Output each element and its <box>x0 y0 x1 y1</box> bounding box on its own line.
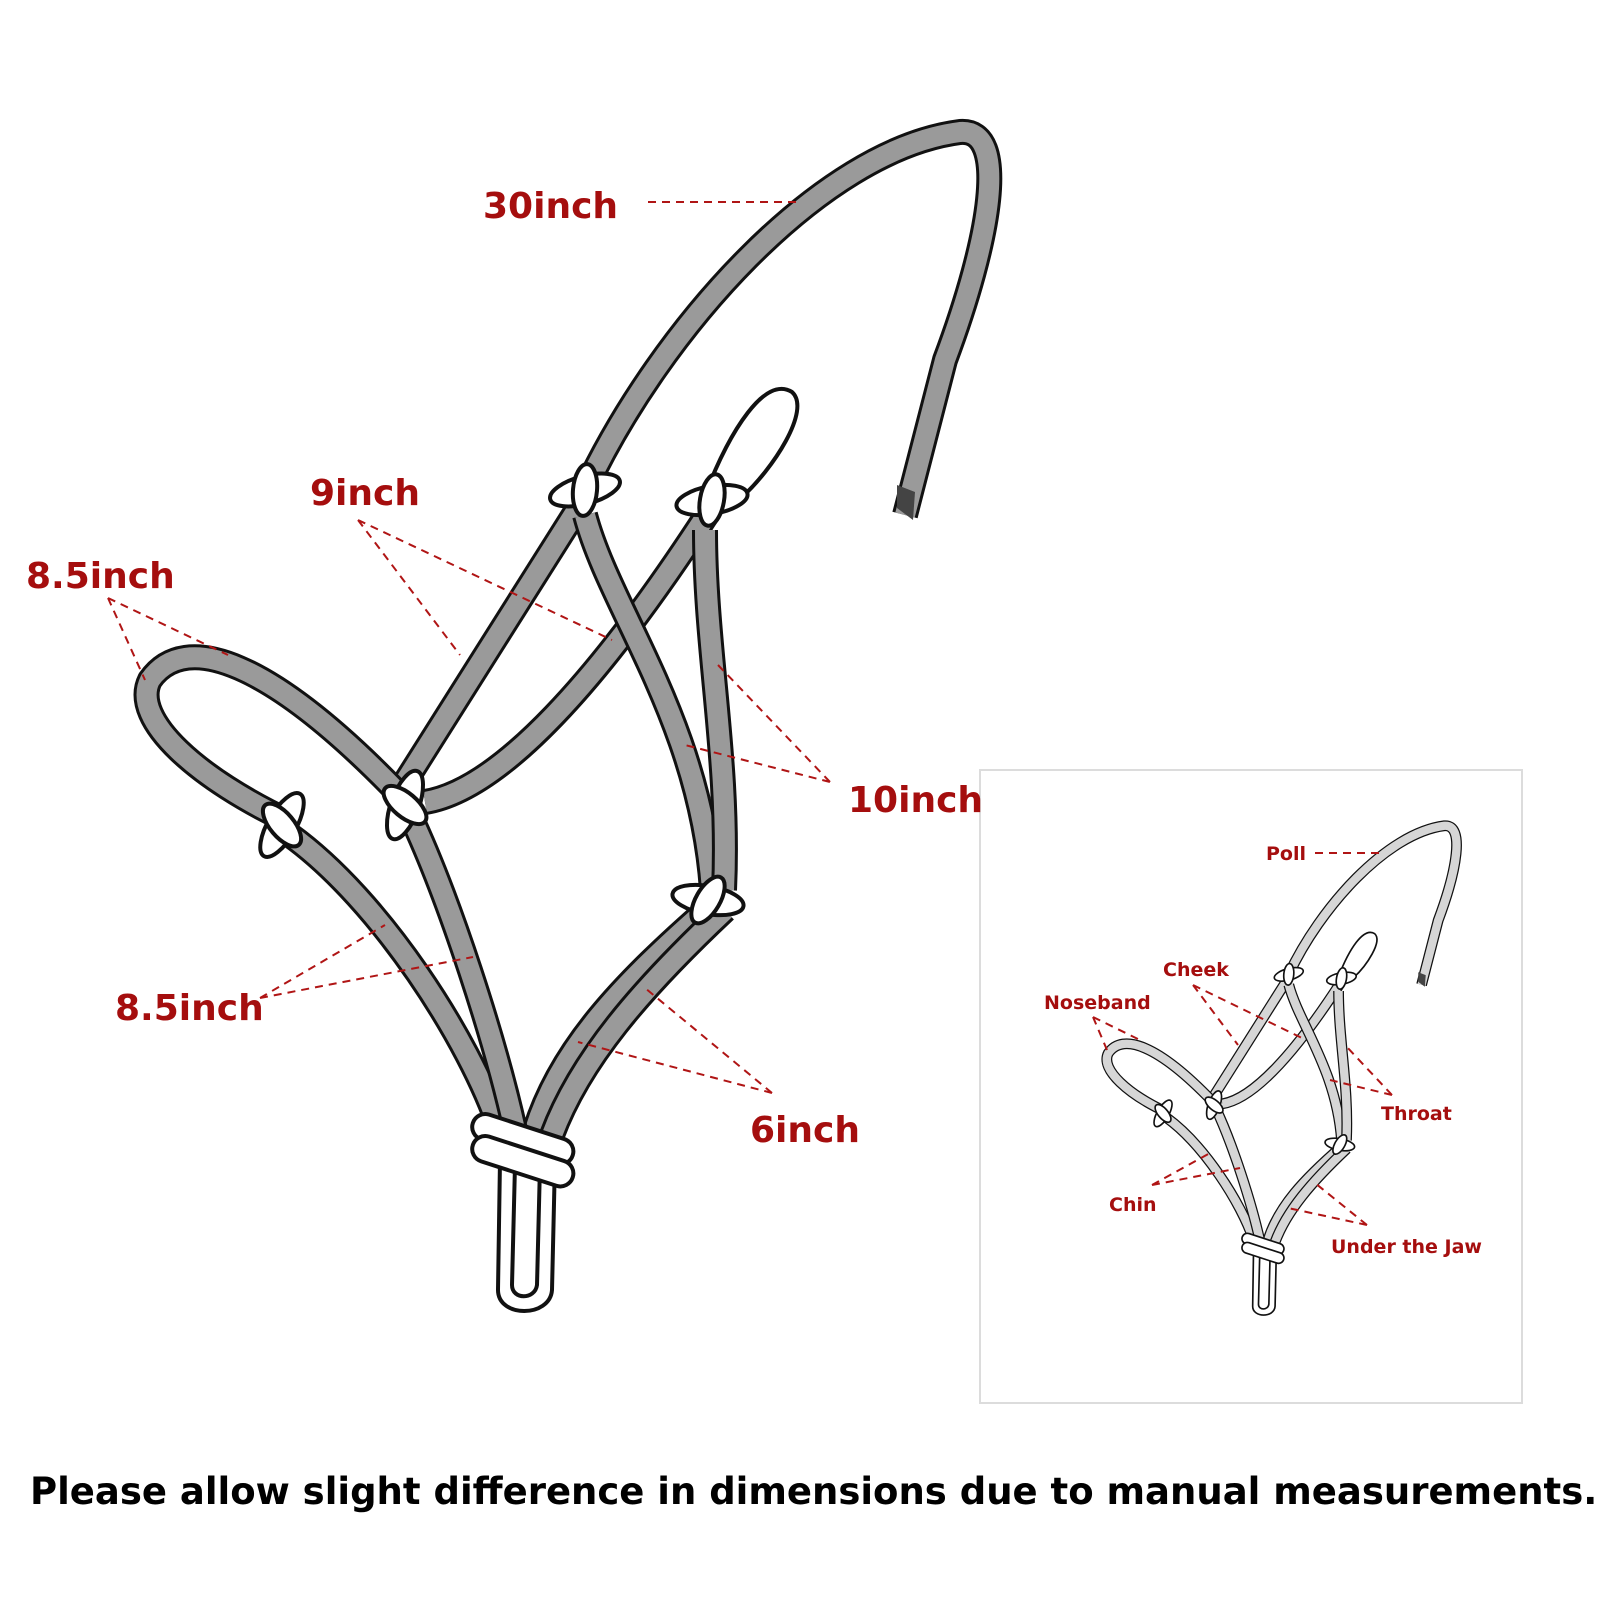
crown-rope <box>1285 821 1461 986</box>
right-cheek-rope-outline <box>422 502 721 815</box>
top-loop <box>1337 931 1378 979</box>
under-jaw-rope-2 <box>1271 1145 1350 1244</box>
knot-wrap <box>1154 1103 1172 1124</box>
left-cheek-rope <box>1208 978 1291 1102</box>
label-chin: 8.5inch <box>115 988 264 1029</box>
chin-rope <box>1163 1114 1258 1242</box>
knot-wrap <box>1204 1096 1224 1114</box>
main-halter-drawing <box>133 119 1003 1313</box>
inset-label-chin: Chin <box>1109 1194 1157 1216</box>
knot-wrap <box>260 801 304 849</box>
knot-wrap <box>1332 1133 1348 1156</box>
knot-wrap <box>689 874 727 926</box>
right-cheek-rope <box>423 504 719 812</box>
inset-label-cheek: Cheek <box>1163 959 1229 981</box>
chin-rope-2 <box>1212 1107 1264 1241</box>
label-crown: 30inch <box>483 186 618 227</box>
noseband-rope <box>1102 1039 1215 1116</box>
top-loop <box>702 387 800 500</box>
inset-label-throat: Throat <box>1381 1103 1452 1125</box>
inset-leader-lines <box>1092 852 1393 1226</box>
inset-frame <box>979 769 1523 1404</box>
inset-label-poll: Poll <box>1266 843 1306 865</box>
label-under-jaw: 6inch <box>750 1110 860 1151</box>
bottom-knot <box>1241 1241 1285 1265</box>
inset-label-under-jaw: Under the Jaw <box>1331 1236 1482 1258</box>
bottom-knot <box>470 1133 576 1189</box>
chin-rope <box>284 826 510 1134</box>
label-cheek: 9inch <box>310 473 420 514</box>
chin-rope-2 <box>400 810 525 1133</box>
knot-wrap <box>381 783 429 827</box>
label-noseband: 8.5inch <box>26 556 175 597</box>
under-jaw-rope <box>525 897 719 1133</box>
throat-rope <box>1284 983 1346 1141</box>
main-leader-lines <box>107 201 831 1094</box>
knot-wrap <box>1282 962 1295 986</box>
knot-wrap <box>570 462 600 518</box>
rope-end-tip <box>897 485 915 520</box>
left-cheek-rope <box>391 499 589 796</box>
bottom-loop <box>1251 1252 1278 1316</box>
under-jaw-rope-2 <box>542 902 732 1139</box>
right-cheek-rope-outline <box>1221 979 1346 1110</box>
knot-wrap <box>697 472 727 528</box>
rope-end-tip <box>1418 972 1426 987</box>
inset-halter-drawing <box>1101 820 1462 1316</box>
label-throat: 10inch <box>848 780 983 821</box>
throat-rope <box>575 512 722 891</box>
noseband-rope <box>136 647 408 832</box>
throat-rope-2 <box>1334 990 1351 1141</box>
knot-wrap <box>1335 967 1348 990</box>
inset-label-noseband: Noseband <box>1044 992 1151 1014</box>
crown-rope <box>575 122 1000 518</box>
throat-rope-2 <box>695 529 735 891</box>
bottom-loop <box>495 1159 557 1313</box>
right-cheek-rope <box>1221 980 1345 1108</box>
under-jaw-rope <box>1264 1143 1345 1242</box>
disclaimer-note: Please allow slight difference in dimens… <box>30 1470 1598 1513</box>
